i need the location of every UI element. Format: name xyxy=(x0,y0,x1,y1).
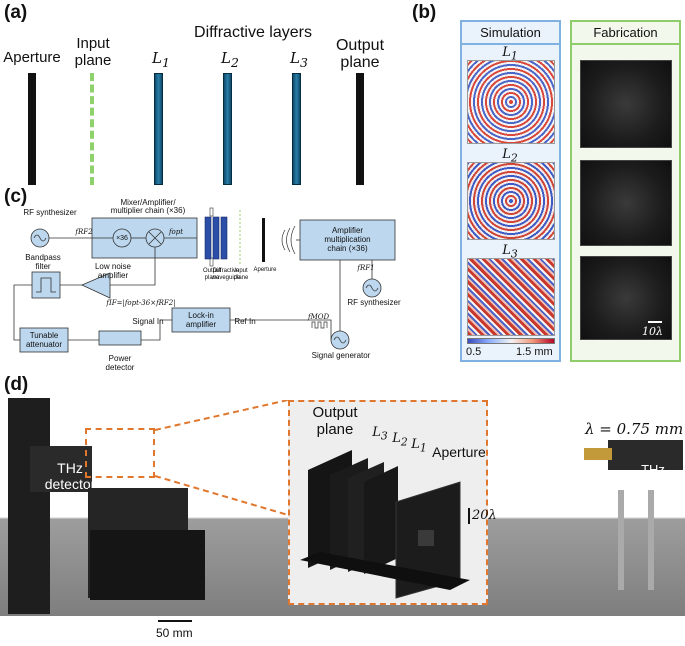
detector-head xyxy=(30,446,92,492)
rf-synth-right-label: RF synthesizer xyxy=(347,298,401,307)
sim-l3-label: L3 xyxy=(502,243,518,261)
bandpass-filter-box xyxy=(31,271,61,299)
zoom-lines xyxy=(154,400,289,516)
fab-l2-image xyxy=(580,160,672,246)
aperture-c-label: Aperture xyxy=(253,267,277,273)
layer-l3-label: L3 xyxy=(290,49,308,71)
sim-l1-label: L1 xyxy=(502,45,518,63)
panel-a-label: (a) xyxy=(4,2,28,23)
fopt-label: fopt xyxy=(168,228,184,236)
scale-50mm-bar xyxy=(158,620,192,622)
lambda-label: λ = 0.75 mm xyxy=(585,420,684,438)
inset-l2-label: L2 xyxy=(392,431,408,449)
ref-in-label: Ref In xyxy=(234,317,256,326)
mixer-chain-label: Mixer/Amplifier/multiplier chain (×36) xyxy=(110,198,186,215)
fab-scale-bar xyxy=(648,321,662,323)
fif-label: fIF=|fopt-36×fRF2| xyxy=(106,299,176,307)
frf2-label: fRF2 xyxy=(75,228,93,236)
inset-scale-bar xyxy=(468,508,470,524)
detector-block xyxy=(8,398,50,614)
sim-l3-image xyxy=(467,258,555,336)
aperture-label: Aperture xyxy=(3,49,61,66)
signal-generator-label: Signal generator xyxy=(311,351,371,360)
fmod-label: fMOD xyxy=(308,313,330,321)
waveguide-layer-1 xyxy=(204,216,212,260)
power-detector-box xyxy=(98,330,142,346)
inset-aperture-label: Aperture xyxy=(432,444,486,460)
layer-l2-label: L2 xyxy=(221,49,239,71)
fab-l1-image xyxy=(580,60,672,148)
colorbar xyxy=(467,338,555,344)
source-mount xyxy=(608,440,683,470)
x36-label: ×36 xyxy=(116,235,128,242)
panel-b-label: (b) xyxy=(412,2,437,23)
scale-50mm-label: 50 mm xyxy=(156,626,193,640)
panel-d-label: (d) xyxy=(4,374,29,395)
inset-layers-drawing xyxy=(300,450,470,599)
inset-l3-label: L3 xyxy=(372,425,388,443)
layer-l1-label: L1 xyxy=(152,49,170,71)
layer-l1-bar xyxy=(154,73,163,185)
simulation-title: Simulation xyxy=(462,22,559,45)
tunable-attenuator-box xyxy=(19,327,69,353)
frf1-label: fRF1 xyxy=(357,264,375,272)
input-plane-bar xyxy=(90,73,94,185)
sim-l2-image xyxy=(467,162,555,240)
sim-l2-label: L2 xyxy=(502,147,518,165)
rf-synth-left-label: RF synthesizer xyxy=(23,208,77,217)
stage-base xyxy=(90,530,205,600)
output-plane-bar xyxy=(356,73,364,185)
sim-l1-image xyxy=(467,60,555,144)
layer-l3-bar xyxy=(292,73,301,185)
fab-scale-label: 10λ xyxy=(642,325,663,338)
signal-in-label: Signal In xyxy=(132,317,164,326)
colorbar-min: 0.5 xyxy=(466,346,482,358)
fab-l3-image xyxy=(580,256,672,340)
colorbar-max: 1.5 mm xyxy=(516,346,553,358)
source-post-2 xyxy=(648,490,654,590)
zoom-source-box xyxy=(85,428,155,478)
source-horn xyxy=(584,448,612,460)
waveguide-layer-3 xyxy=(220,216,228,260)
inset-l1-label: L1 xyxy=(411,437,427,455)
panel-c-label: (c) xyxy=(4,186,28,207)
inset-scale-label: 20λ xyxy=(472,508,497,523)
lna-triangle xyxy=(81,272,111,299)
aperture-bar xyxy=(28,73,36,185)
diffractive-layers-label: Diffractive layers xyxy=(194,24,312,41)
source-post-1 xyxy=(618,490,624,590)
fabrication-title: Fabrication xyxy=(572,22,679,45)
waveguide-layer-2 xyxy=(212,216,220,260)
setup-schematic xyxy=(13,207,396,353)
amp-chain-box xyxy=(299,219,396,261)
layer-l2-bar xyxy=(223,73,232,185)
